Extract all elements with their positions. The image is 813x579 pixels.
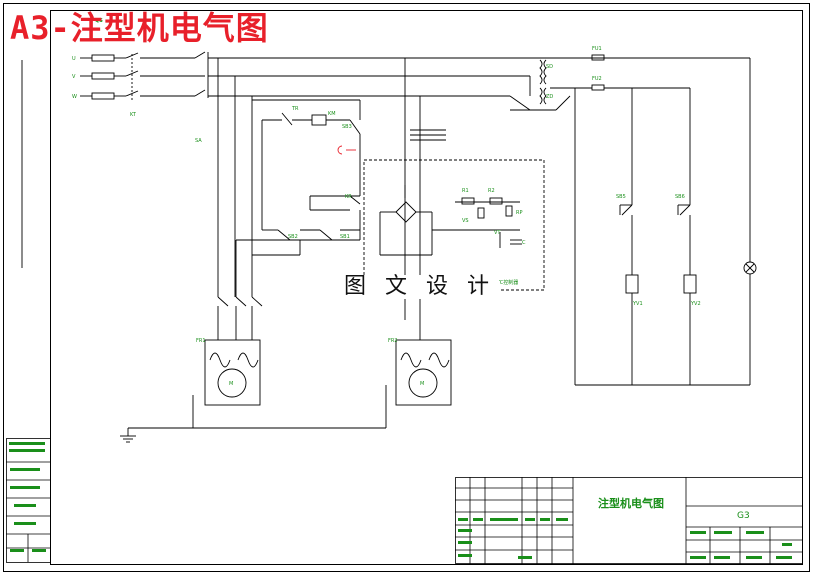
drawing-title: A3-注型机电气图	[10, 9, 269, 47]
label-sb5: SB5	[616, 194, 626, 200]
label-c: C	[522, 240, 526, 246]
label-sd: SD	[546, 64, 553, 70]
label-sb6: SB6	[675, 194, 685, 200]
label-qs: QS	[95, 18, 103, 24]
left-strip-table	[6, 438, 51, 563]
label-fr1: FR1	[196, 338, 206, 344]
label-kt: KT	[130, 112, 137, 118]
label-motor-2: M	[420, 381, 424, 387]
label-v: V	[72, 74, 76, 80]
label-vs: VS	[462, 218, 469, 224]
label-rp: RP	[516, 210, 523, 216]
label-sa: SA	[195, 138, 202, 144]
title-block	[455, 477, 803, 564]
label-fu1: FU1	[592, 46, 602, 52]
label-fu2: FU2	[592, 76, 602, 82]
label-fr2: FR2	[388, 338, 398, 344]
label-r1: R1	[462, 188, 469, 194]
label-u: U	[72, 56, 76, 62]
component-labels: QS U V W SA KT TR KM SB3 SB2 SB1 FU1 FU2…	[72, 18, 701, 387]
label-control-module: TC控制器	[496, 279, 518, 286]
label-r2: R2	[488, 188, 495, 194]
label-sb3: SB3	[342, 124, 352, 130]
titleblock-code: G3	[737, 511, 750, 521]
label-kr: KR	[345, 194, 352, 200]
label-w: W	[72, 94, 77, 100]
label-km: KM	[328, 111, 336, 117]
label-sb2: SB2	[288, 234, 298, 240]
label-zd: ZD	[546, 94, 553, 100]
watermark-text: 图 文 设 计	[340, 274, 499, 300]
label-vt: VT	[494, 230, 501, 236]
label-yv2: YV2	[690, 301, 701, 307]
titleblock-drawing-title: 注型机电气图	[598, 497, 664, 510]
label-motor-1: M	[229, 381, 233, 387]
label-sb1: SB1	[340, 234, 350, 240]
wiring	[21, 51, 757, 443]
label-yv1: YV1	[632, 301, 643, 307]
label-tr: TR	[291, 106, 299, 112]
